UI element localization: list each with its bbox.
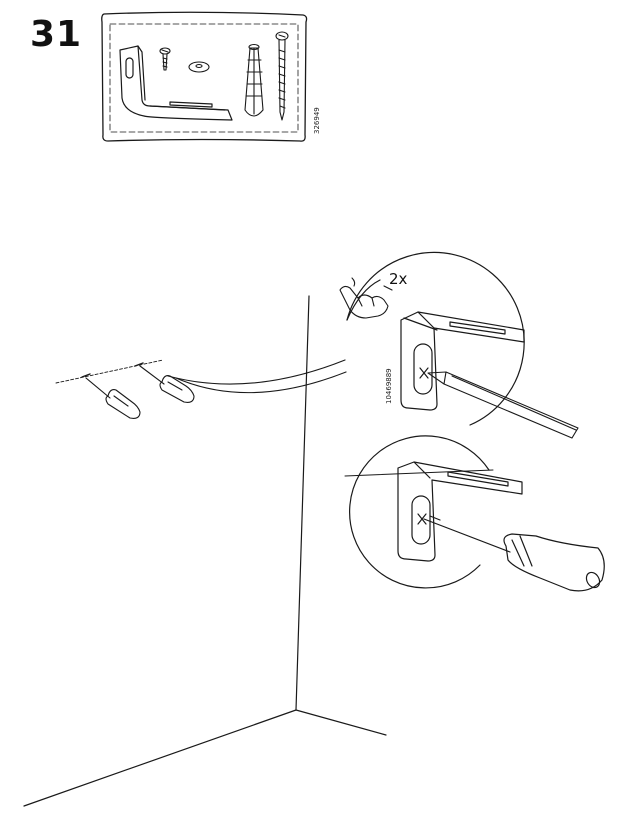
cross-mark-2-icon: [417, 513, 427, 525]
parts-bag-code: 326949: [313, 107, 321, 134]
quantity-label: 2x: [389, 270, 408, 288]
bracket-detail-icon: [400, 311, 525, 411]
detail-circle-screwing: [344, 435, 605, 592]
wall-vertical-edge: [295, 295, 310, 711]
room-corner: [23, 295, 387, 807]
floor-right-edge: [295, 709, 387, 736]
leader-curve-inner: [175, 371, 347, 394]
bag-outline: [101, 11, 308, 142]
floor-left-edge: [23, 709, 297, 807]
detail-circle-outline-2: [349, 435, 490, 589]
level-dashed-line: [55, 359, 164, 384]
pencil-icon: [427, 371, 579, 439]
bracket-icon: [119, 45, 233, 121]
small-screw-icon: [159, 47, 171, 71]
long-screw-icon: [275, 31, 289, 121]
wall-marking: [55, 359, 347, 419]
wall-plug-icon: [244, 43, 264, 117]
screwdriver-large-icon: [423, 515, 605, 592]
bag-dashed-seam: [109, 23, 299, 133]
step-number: 31: [30, 14, 83, 55]
detail-circle-marking: [339, 251, 579, 439]
hand-icon: [339, 277, 393, 319]
parts-bag: [101, 11, 308, 142]
washer-icon: [188, 61, 210, 73]
cross-mark-icon: [419, 367, 429, 379]
screwdriver-left-icon: [85, 377, 141, 419]
screwdriver-right-icon: [139, 365, 195, 403]
leader-curve: [167, 359, 346, 385]
bracket-detail-2-icon: [397, 461, 523, 562]
detail-part-code: 10469889: [385, 368, 393, 404]
detail-circle-outline: [346, 251, 525, 426]
